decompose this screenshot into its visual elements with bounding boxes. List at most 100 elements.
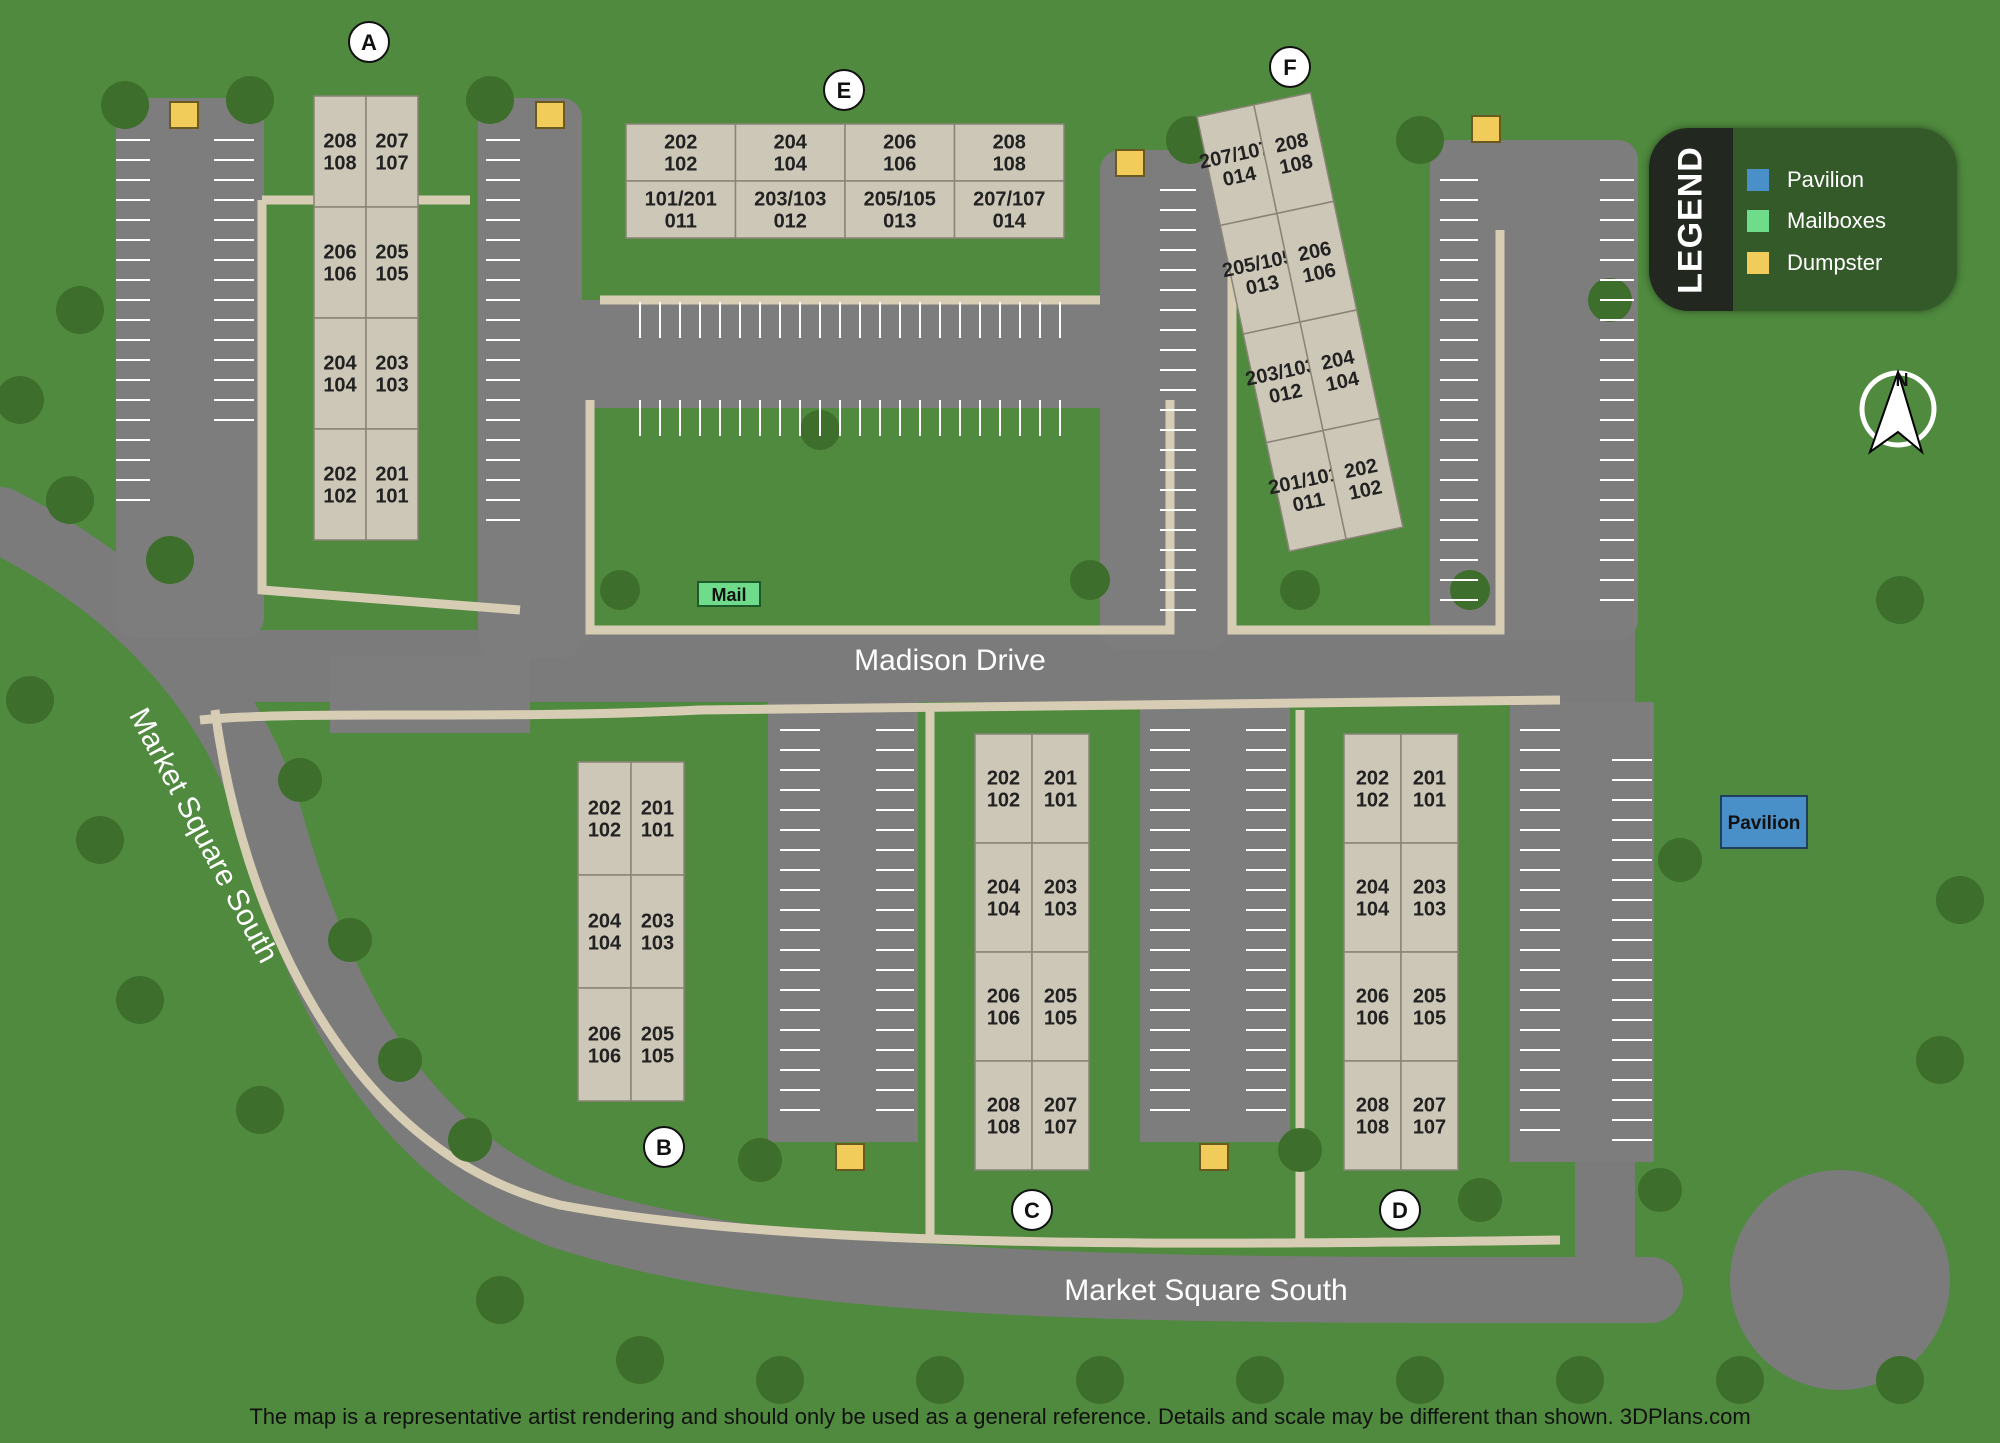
unit-number: 206 (883, 132, 916, 154)
building-e[interactable]: 202102204104206106208108101/201011203/10… (625, 123, 1065, 239)
building-unit[interactable] (974, 733, 1033, 844)
unit-number: 102 (987, 790, 1020, 812)
unit-number: 201 (1044, 768, 1077, 790)
mail-label: Mail (711, 585, 746, 605)
building-unit[interactable] (953, 180, 1065, 239)
building-unit[interactable] (365, 317, 419, 430)
unit-number: 108 (987, 1117, 1020, 1139)
tree (1876, 1356, 1924, 1404)
unit-number: 208 (987, 1095, 1020, 1117)
unit-number: 206 (588, 1024, 621, 1046)
building-unit[interactable] (1031, 842, 1090, 953)
badge-circle (1379, 1189, 1421, 1231)
unit-number: 104 (323, 375, 357, 397)
unit-number: 105 (1413, 1008, 1446, 1030)
unit-number: 207 (1044, 1095, 1077, 1117)
dumpster (1115, 149, 1145, 177)
tree (1716, 1356, 1764, 1404)
building-unit[interactable] (630, 761, 685, 876)
building-unit[interactable] (365, 95, 419, 208)
unit-number: 202 (664, 132, 697, 154)
unit-number: 203 (1044, 877, 1077, 899)
building-unit[interactable] (1400, 733, 1459, 844)
unit-number: 107 (1044, 1117, 1077, 1139)
tree (448, 1118, 492, 1162)
building-unit[interactable] (577, 874, 632, 989)
tree (1458, 1178, 1502, 1222)
building-unit[interactable] (974, 842, 1033, 953)
tree (1236, 1356, 1284, 1404)
mailboxes-swatch (1747, 210, 1769, 232)
legend-item-mailboxes: Mailboxes (1747, 207, 1886, 235)
building-badge-f: F (1269, 46, 1311, 88)
building-a[interactable]: 2081082071072061062051052041042031032021… (313, 95, 419, 541)
tree (756, 1356, 804, 1404)
building-unit[interactable] (1343, 951, 1402, 1062)
building-unit[interactable] (577, 987, 632, 1102)
building-unit[interactable] (1322, 417, 1404, 541)
badge-letter: A (361, 30, 377, 55)
dumpster (835, 1143, 865, 1171)
building-badge-e: E (823, 69, 865, 111)
mailboxes[interactable]: Mail (697, 581, 761, 607)
building-unit[interactable] (734, 180, 846, 239)
unit-number: 012 (774, 211, 807, 233)
parking-lot-b-c (768, 702, 918, 1142)
tree (1280, 570, 1320, 610)
madison-drive-label: Madison Drive (854, 644, 1046, 677)
building-unit[interactable] (313, 206, 367, 319)
tree (616, 1336, 664, 1384)
tree (1638, 1168, 1682, 1212)
unit-number: 201 (641, 798, 674, 820)
compass-arrow-icon (1868, 368, 1924, 455)
tree (378, 1038, 422, 1082)
building-unit[interactable] (1400, 1060, 1459, 1171)
building-unit[interactable] (365, 206, 419, 319)
unit-number: 202 (323, 464, 356, 486)
building-d[interactable]: 2021022011012041042031032061062051052081… (1343, 733, 1459, 1171)
building-f[interactable]: 207/107014208108205/105013206106203/1030… (1190, 91, 1404, 553)
badge-letter: B (656, 1135, 672, 1160)
building-unit[interactable] (313, 95, 367, 208)
badge-circle (643, 1126, 685, 1168)
unit-number: 208 (1356, 1095, 1389, 1117)
unit-number: 208 (993, 132, 1026, 154)
unit-number: 011 (665, 211, 697, 233)
building-unit[interactable] (577, 761, 632, 876)
building-unit[interactable] (1400, 842, 1459, 953)
unit-number: 013 (883, 211, 916, 233)
trees (0, 76, 1984, 1404)
building-unit[interactable] (630, 987, 685, 1102)
tree (1916, 1036, 1964, 1084)
legend-title-box: LEGEND (1649, 128, 1733, 311)
building-unit[interactable] (1031, 951, 1090, 1062)
parking-space-marks (116, 139, 1652, 1141)
badge-letter: D (1392, 1198, 1408, 1223)
building-unit[interactable] (1031, 1060, 1090, 1171)
building-c[interactable]: 2021022011012041042031032061062051052081… (974, 733, 1090, 1171)
building-unit[interactable] (1343, 842, 1402, 953)
badge-circle (348, 21, 390, 63)
building-unit[interactable] (625, 180, 737, 239)
unit-number: 106 (588, 1046, 621, 1068)
dumpster (1471, 115, 1501, 143)
building-unit[interactable] (365, 428, 419, 541)
building-unit[interactable] (630, 874, 685, 989)
building-unit[interactable] (1031, 733, 1090, 844)
pavilion[interactable]: Pavilion (1720, 795, 1808, 849)
dumpster-swatch (1747, 252, 1769, 274)
building-unit[interactable] (313, 428, 367, 541)
sidewalks (199, 195, 1561, 1248)
building-unit[interactable] (953, 123, 1065, 182)
legend-item-dumpster: Dumpster (1747, 249, 1882, 277)
building-unit[interactable] (844, 180, 956, 239)
unit-number: 207 (375, 131, 408, 153)
unit-number: 104 (1356, 899, 1390, 921)
parking-lot-d-east (1510, 702, 1654, 1162)
building-unit[interactable] (974, 1060, 1033, 1171)
building-badge-c: C (1011, 1189, 1053, 1231)
tree (116, 976, 164, 1024)
building-unit[interactable] (1400, 951, 1459, 1062)
unit-number: 201 (375, 464, 408, 486)
